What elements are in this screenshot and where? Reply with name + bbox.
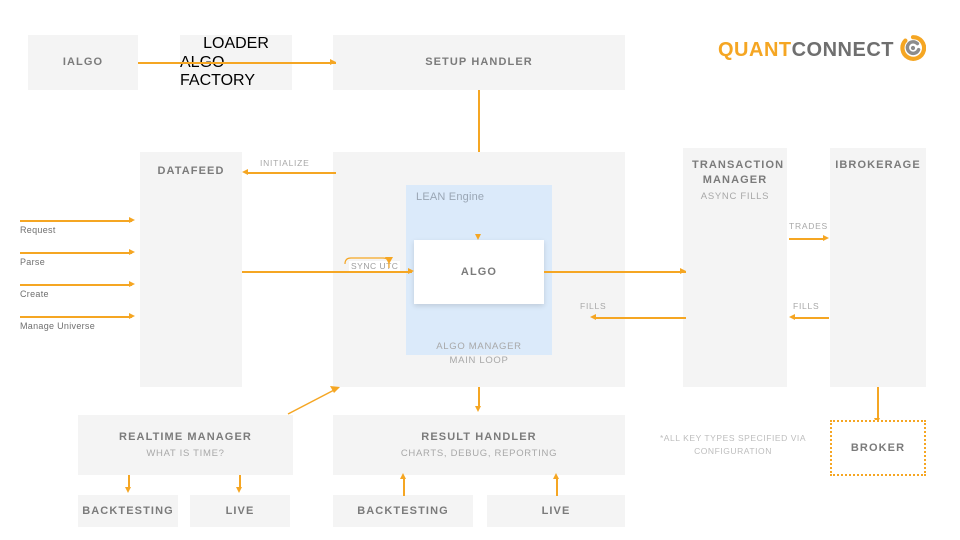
connector-result-backtesting bbox=[403, 478, 405, 496]
edge-label-sync-utc: SYNC UTC bbox=[349, 261, 401, 271]
box-algo[interactable]: ALGO bbox=[414, 240, 544, 304]
arrowhead-result-handler bbox=[475, 406, 481, 412]
edge-label-trades: TRADES bbox=[789, 221, 828, 231]
connector-realtime-to-backtesting bbox=[128, 475, 130, 489]
box-algo-title: ALGO bbox=[460, 266, 498, 278]
lean-engine-label: LEAN Engine bbox=[416, 191, 485, 203]
connector-lean-to-result-handler bbox=[478, 387, 480, 408]
connector-ibrokerage-to-broker bbox=[877, 387, 879, 420]
arrowhead-input-request bbox=[129, 216, 135, 223]
connector-trades bbox=[789, 238, 825, 240]
box-transaction-manager-subtitle: ASYNC FILLS bbox=[700, 190, 770, 202]
arrowhead-algo-left bbox=[408, 267, 414, 274]
connector-fills-transaction bbox=[596, 317, 686, 319]
arrowhead-input-parse bbox=[129, 248, 135, 255]
connector-input-create bbox=[20, 284, 132, 286]
box-setup-handler[interactable]: SETUP HANDLER bbox=[333, 35, 625, 90]
box-realtime-backtesting[interactable]: BACKTESTING bbox=[78, 495, 178, 527]
arrowhead-result-backtesting bbox=[400, 473, 406, 479]
connector-fills-brokerage bbox=[795, 317, 829, 319]
arrowhead-realtime-live bbox=[236, 487, 242, 493]
box-setup-handler-title: SETUP HANDLER bbox=[425, 56, 533, 69]
connector-algo-to-transaction bbox=[544, 271, 686, 273]
box-loader-title: LOADER bbox=[203, 35, 269, 53]
box-realtime-live-title: LIVE bbox=[225, 504, 255, 517]
logo-word-connect: CONNECT bbox=[791, 39, 894, 61]
arrowhead-transaction-manager bbox=[680, 267, 686, 274]
edge-label-initialize: INITIALIZE bbox=[260, 158, 310, 168]
box-result-live[interactable]: LIVE bbox=[487, 495, 625, 527]
arrowhead-fills-lean bbox=[590, 314, 596, 320]
input-label-create: Create bbox=[20, 289, 49, 299]
box-transaction-manager-title: TRANSACTION MANAGER bbox=[692, 159, 785, 186]
quantconnect-swirl-icon bbox=[900, 35, 927, 66]
connector-input-request bbox=[20, 220, 132, 222]
box-datafeed[interactable]: DATAFEED bbox=[140, 152, 242, 387]
connector-initialize bbox=[248, 172, 336, 174]
box-ialgo-title: IALGO bbox=[62, 56, 104, 69]
box-result-live-title: LIVE bbox=[541, 504, 571, 517]
arrowhead-realtime-backtesting bbox=[125, 487, 131, 493]
arrowhead-setup-handler bbox=[330, 58, 336, 65]
box-result-handler[interactable]: RESULT HANDLER CHARTS, DEBUG, REPORTING bbox=[333, 415, 625, 475]
footnote-key-types: *ALL KEY TYPES SPECIFIED VIA CONFIGURATI… bbox=[659, 433, 807, 456]
algo-manager-label: ALGO MANAGER bbox=[436, 341, 522, 352]
connector-setup-to-lean bbox=[478, 90, 480, 152]
box-realtime-backtesting-title: BACKTESTING bbox=[82, 504, 174, 517]
box-ialgo[interactable]: IALGO bbox=[28, 35, 138, 90]
box-result-backtesting-title: BACKTESTING bbox=[357, 504, 449, 517]
arrowhead-result-live bbox=[553, 473, 559, 479]
connector-input-manage-universe bbox=[20, 316, 132, 318]
arrowhead-datafeed bbox=[242, 169, 248, 175]
edge-label-fills-brokerage: FILLS bbox=[793, 301, 820, 311]
edge-label-fills-transaction: FILLS bbox=[580, 301, 607, 311]
box-result-backtesting[interactable]: BACKTESTING bbox=[333, 495, 473, 527]
arrowhead-trades-ibrokerage bbox=[823, 234, 829, 241]
logo-word-quant: QUANT bbox=[718, 39, 792, 61]
box-realtime-live[interactable]: LIVE bbox=[190, 495, 290, 527]
box-result-handler-subtitle: CHARTS, DEBUG, REPORTING bbox=[400, 447, 558, 459]
box-realtime-manager-subtitle: WHAT IS TIME? bbox=[146, 447, 225, 459]
connector-realtime-to-live bbox=[239, 475, 241, 489]
connector-datafeed-to-algo bbox=[242, 271, 412, 273]
arrowhead-algo-top bbox=[474, 234, 481, 240]
box-result-handler-title: RESULT HANDLER bbox=[421, 430, 537, 443]
input-label-manage-universe: Manage Universe bbox=[20, 321, 96, 331]
box-broker-title: BROKER bbox=[850, 442, 906, 454]
connector-ialgo-to-setup bbox=[138, 62, 336, 64]
box-broker[interactable]: BROKER bbox=[830, 420, 926, 476]
connector-result-live bbox=[556, 478, 558, 496]
arrowhead-fills-transaction bbox=[789, 314, 795, 320]
lean-main-loop-label: MAIN LOOP bbox=[449, 354, 509, 366]
box-realtime-manager-title: REALTIME MANAGER bbox=[119, 430, 252, 443]
arrowhead-input-create bbox=[129, 280, 135, 287]
box-ibrokerage-title: IBROKERAGE bbox=[835, 159, 921, 171]
input-label-parse: Parse bbox=[20, 257, 46, 267]
input-label-request: Request bbox=[20, 225, 56, 235]
box-realtime-manager[interactable]: REALTIME MANAGER WHAT IS TIME? bbox=[78, 415, 293, 475]
box-datafeed-title: DATAFEED bbox=[157, 165, 225, 177]
box-algo-factory-title: ALGO FACTORY bbox=[180, 53, 255, 89]
box-ibrokerage[interactable]: IBROKERAGE bbox=[830, 148, 926, 387]
arrowhead-input-manage-universe bbox=[129, 312, 135, 319]
box-transaction-manager[interactable]: TRANSACTION MANAGER ASYNC FILLS bbox=[683, 148, 787, 387]
connector-input-parse bbox=[20, 252, 132, 254]
